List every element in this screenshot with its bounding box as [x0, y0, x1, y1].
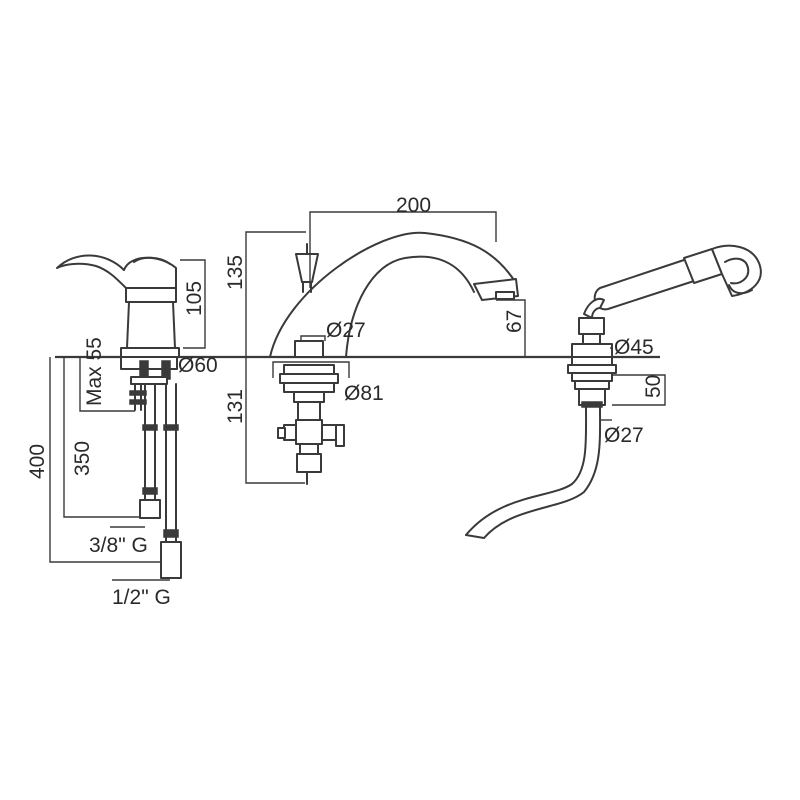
dim-label-shower-below-deck: 50	[642, 375, 665, 398]
dim-label-shower-hose-diameter: Ø27	[604, 424, 644, 447]
spout-dimension-lines	[245, 211, 526, 484]
mixer-dimension-lines	[49, 259, 206, 581]
dim-label-spout-height: 135	[224, 255, 247, 290]
dim-label-mixer-height: 105	[183, 281, 206, 316]
dim-label-spout-below-deck: 131	[224, 389, 247, 424]
mixer-body	[120, 287, 180, 358]
spout	[269, 231, 519, 358]
spout-base	[294, 340, 324, 358]
dim-label-spout-base-diameter: Ø27	[326, 319, 366, 342]
spout-undersink	[277, 364, 345, 485]
dim-label-shower-base-diameter: Ø45	[614, 336, 654, 359]
dim-label-spout-outlet-height: 67	[503, 310, 526, 333]
shower-undersink	[567, 356, 617, 408]
dim-label-spout-escutcheon-diameter: Ø81	[344, 382, 384, 405]
shower-dimension-lines	[600, 347, 666, 421]
dim-label-hose-length-400: 400	[26, 444, 49, 479]
dim-label-hose-length-350: 350	[71, 441, 94, 476]
dim-label-spout-reach: 200	[396, 194, 431, 217]
dim-label-mixer-base-diameter: Ø60	[178, 354, 218, 377]
mixer-undersink	[120, 356, 182, 579]
hand-shower	[571, 244, 762, 358]
dim-label-deck-thickness-max: Max 55	[83, 337, 106, 406]
mixer-lever	[56, 254, 177, 289]
dim-label-connection-large: 1/2" G	[112, 586, 171, 609]
dim-label-connection-small: 3/8" G	[89, 534, 148, 557]
shower-hose	[465, 406, 602, 539]
